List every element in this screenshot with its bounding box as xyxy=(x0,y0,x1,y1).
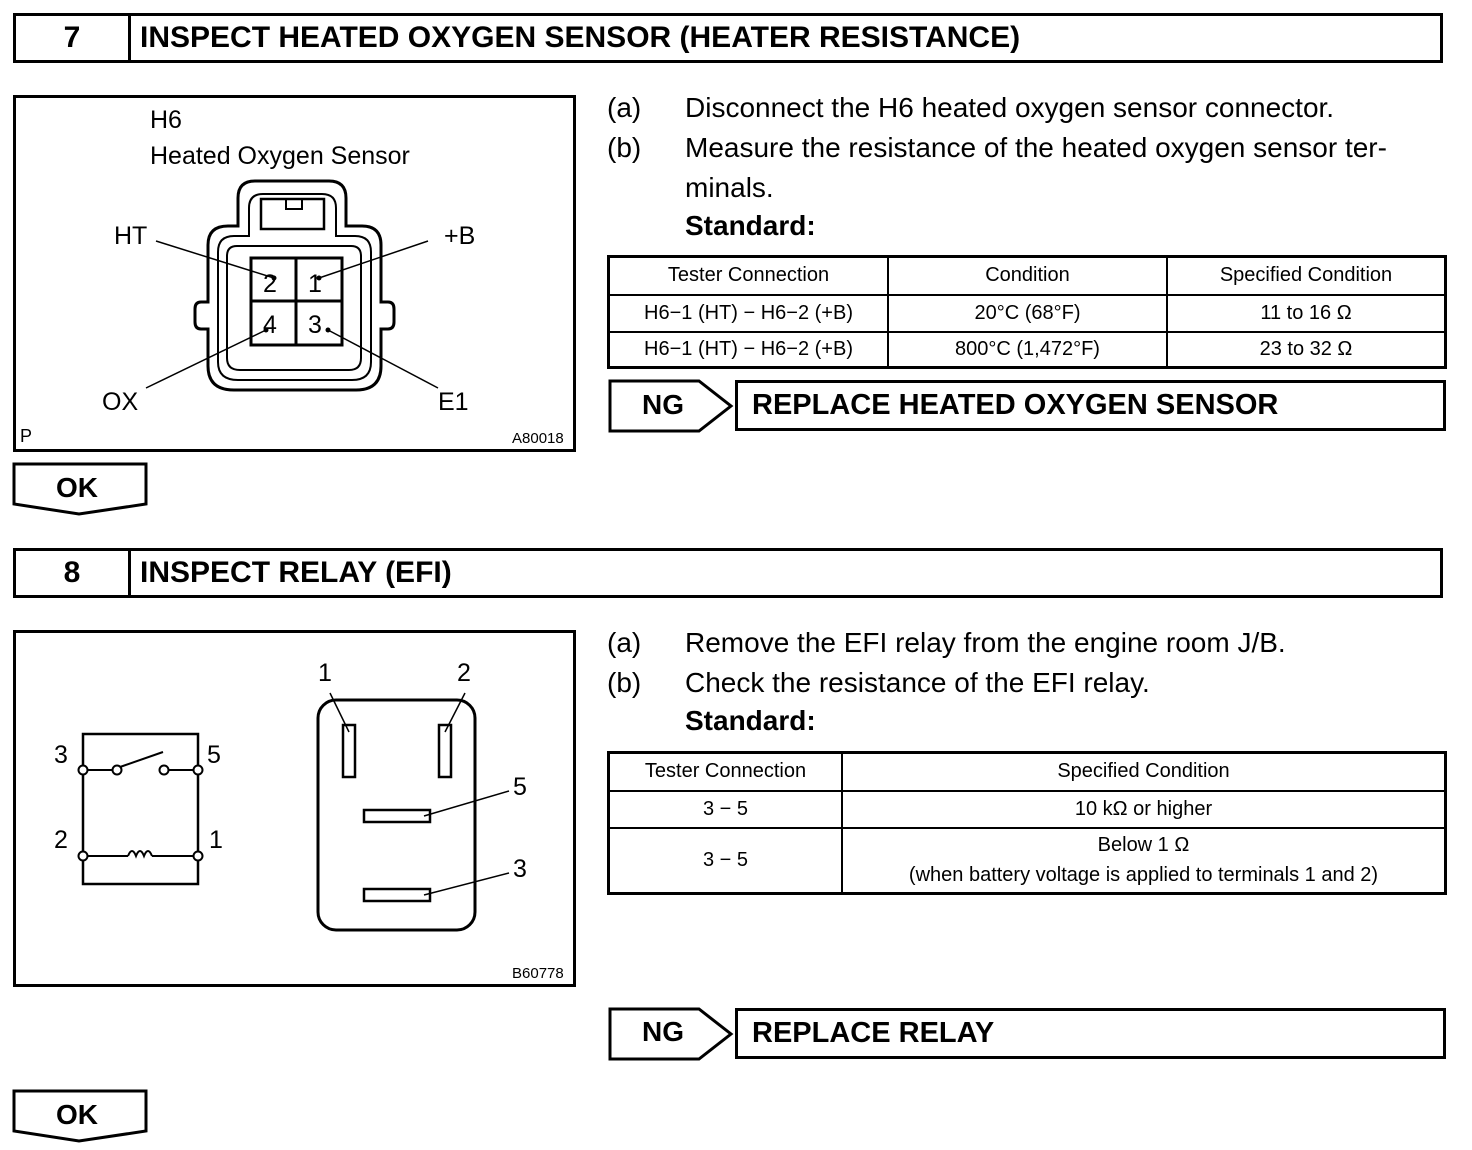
table-header: Tester Connection xyxy=(607,751,843,792)
step-title: INSPECT RELAY (EFI) xyxy=(140,556,452,589)
instruction-label: (a) xyxy=(607,92,642,123)
relay-diagram xyxy=(56,692,510,932)
table-cell: 20°C (68°F) xyxy=(887,293,1168,333)
ng-label: NG xyxy=(642,1016,684,1047)
table-header-row: Tester Connection Condition Specified Co… xyxy=(607,255,1447,296)
pin-label-ht: HT xyxy=(114,222,148,250)
table-cell: 11 to 16 Ω xyxy=(1166,293,1447,333)
table-header: Specified Condition xyxy=(1166,255,1447,296)
table-row: H6−1 (HT) − H6−2 (+B) 20°C (68°F) 11 to … xyxy=(607,293,1447,333)
standard-label: Standard: xyxy=(685,705,816,736)
ng-action: REPLACE RELAY xyxy=(735,1008,1446,1059)
ng-label: NG xyxy=(642,389,684,420)
instruction-text: minals. xyxy=(685,172,774,203)
table-cell: 800°C (1,472°F) xyxy=(887,330,1168,369)
pin-3: 3 xyxy=(308,311,322,339)
corner-mark: P xyxy=(20,426,33,446)
table-row: 3 − 5 Below 1 Ω (when battery voltage is… xyxy=(607,826,1447,895)
pin-2: 2 xyxy=(263,270,277,298)
instruction-label: (b) xyxy=(607,667,642,698)
instruction-b: (b) Check the resistance of the EFI rela… xyxy=(607,663,1447,703)
figure-code: A80018 xyxy=(512,430,564,447)
table-header: Condition xyxy=(887,255,1168,296)
resistance-spec-table: Tester Connection Condition Specified Co… xyxy=(607,255,1447,369)
connector-name: Heated Oxygen Sensor xyxy=(150,142,410,170)
heated-oxygen-sensor-figure: H6 Heated Oxygen Sensor 2 1 4 3 HT +B OX… xyxy=(13,95,576,452)
step-number: 7 xyxy=(16,16,131,60)
instruction-text: Measure the resistance of the heated oxy… xyxy=(685,132,1387,163)
relay-spec-table: Tester Connection Specified Condition 3 … xyxy=(607,751,1447,895)
ng-arrow-shape xyxy=(608,379,734,433)
figure-code: B60778 xyxy=(512,965,564,982)
connector-diagram xyxy=(145,179,439,392)
ng-action: REPLACE HEATED OXYGEN SENSOR xyxy=(735,380,1446,431)
table-cell: Below 1 Ω (when battery voltage is appli… xyxy=(841,826,1447,895)
step-title: INSPECT HEATED OXYGEN SENSOR (HEATER RES… xyxy=(140,21,1021,54)
table-cell: 3 − 5 xyxy=(607,789,843,829)
pin-label-b: +B xyxy=(444,222,476,250)
instruction-text: Disconnect the H6 heated oxygen sensor c… xyxy=(685,92,1335,123)
instruction-label: (b) xyxy=(607,132,642,163)
instruction-a: (a) Disconnect the H6 heated oxygen sens… xyxy=(607,88,1447,128)
pin-label-e1: E1 xyxy=(438,388,469,416)
standard-label: Standard: xyxy=(685,210,816,241)
ok-label: OK xyxy=(56,472,98,503)
table-header: Specified Condition xyxy=(841,751,1447,792)
cell-line: Below 1 Ω xyxy=(1097,834,1190,857)
ok-arrow-shape xyxy=(12,1089,148,1143)
schematic-terminal-2: 2 xyxy=(54,826,68,854)
relay-terminal-2: 2 xyxy=(457,659,471,687)
relay-terminal-3: 3 xyxy=(513,855,527,883)
ng-arrow-shape xyxy=(608,1007,734,1061)
instruction-label: (a) xyxy=(607,627,642,658)
step-8-header: 8 INSPECT RELAY (EFI) xyxy=(13,548,1443,598)
step-number: 8 xyxy=(16,551,131,595)
table-cell: 3 − 5 xyxy=(607,826,843,895)
step-7-header: 7 INSPECT HEATED OXYGEN SENSOR (HEATER R… xyxy=(13,13,1443,63)
table-cell: 10 kΩ or higher xyxy=(841,789,1447,829)
table-cell: H6−1 (HT) − H6−2 (+B) xyxy=(607,293,889,333)
instruction-text: Check the resistance of the EFI relay. xyxy=(685,667,1150,698)
schematic-terminal-1: 1 xyxy=(209,826,223,854)
ok-label: OK xyxy=(56,1099,98,1130)
table-row: H6−1 (HT) − H6−2 (+B) 800°C (1,472°F) 23… xyxy=(607,330,1447,369)
cell-line: (when battery voltage is applied to term… xyxy=(908,864,1379,887)
pin-label-ox: OX xyxy=(102,388,139,416)
table-header: Tester Connection xyxy=(607,255,889,296)
efi-relay-figure: 3 5 2 1 1 2 5 3 B60778 xyxy=(13,630,576,987)
relay-terminal-5: 5 xyxy=(513,773,527,801)
table-header-row: Tester Connection Specified Condition xyxy=(607,751,1447,792)
table-cell: 23 to 32 Ω xyxy=(1166,330,1447,369)
connector-id: H6 xyxy=(150,106,182,134)
table-cell: H6−1 (HT) − H6−2 (+B) xyxy=(607,330,889,369)
ok-arrow-shape xyxy=(12,462,148,516)
pin-4: 4 xyxy=(263,311,277,339)
table-row: 3 − 5 10 kΩ or higher xyxy=(607,789,1447,829)
schematic-terminal-3: 3 xyxy=(54,741,68,769)
instruction-a: (a) Remove the EFI relay from the engine… xyxy=(607,623,1447,663)
pin-1: 1 xyxy=(308,270,322,298)
instruction-text: Remove the EFI relay from the engine roo… xyxy=(685,627,1286,658)
instruction-b-continued: minals. xyxy=(607,168,1447,208)
relay-terminal-1: 1 xyxy=(318,659,332,687)
schematic-terminal-5: 5 xyxy=(207,741,221,769)
instruction-b: (b) Measure the resistance of the heated… xyxy=(607,128,1447,168)
